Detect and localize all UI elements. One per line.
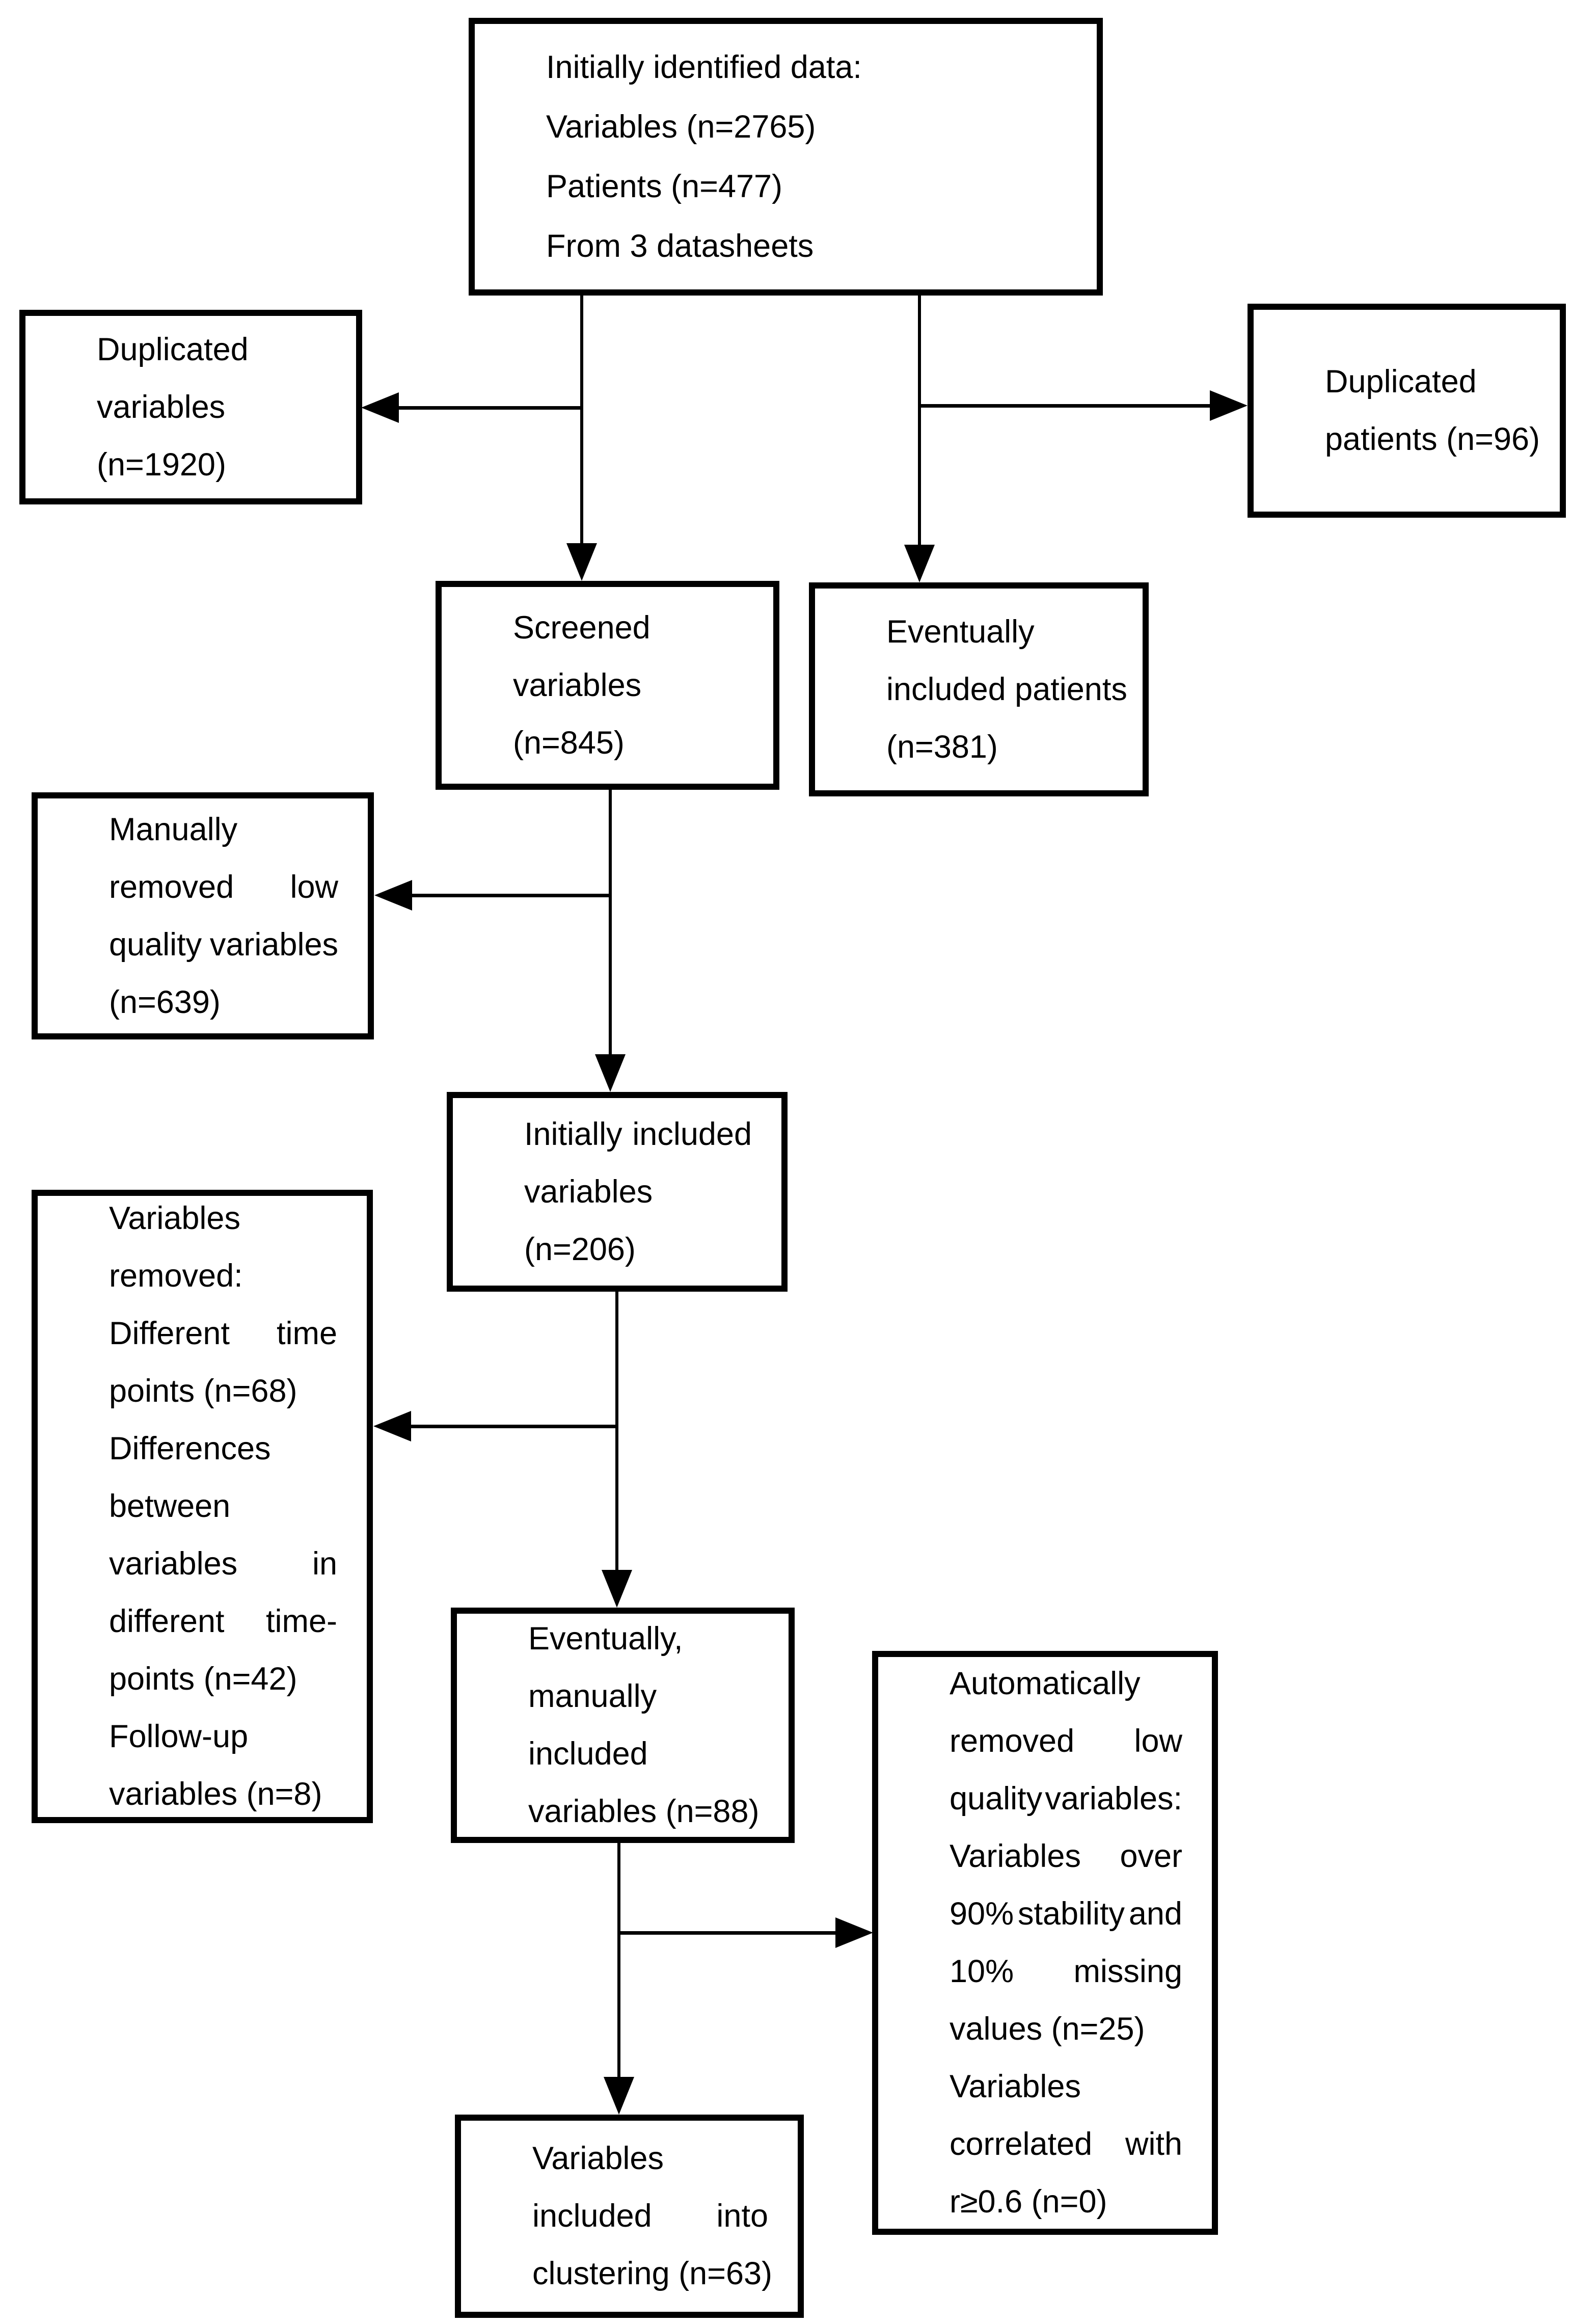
box-text-line: (n=1920)	[97, 446, 226, 483]
box-text-line: (n=639)	[109, 984, 221, 1020]
box-text-line: Differences	[109, 1431, 271, 1466]
connector-initially-to-eventually	[615, 1292, 618, 1571]
duplicated-variables-box: Duplicated variables (n=1920)	[19, 310, 362, 504]
connector-eventually-to-clustering	[617, 1843, 620, 2078]
box-text-line: Duplicated	[1325, 364, 1477, 399]
arrowhead-left-duplicated-variables	[361, 392, 399, 423]
box-text-line: Duplicated	[97, 331, 249, 367]
connector-to-duplicated-variables	[397, 406, 583, 410]
screened-variables-box: Screened variables (n=845)	[436, 581, 779, 790]
box-text-line: (n=206)	[524, 1231, 636, 1267]
box-text-line: variables	[524, 1173, 653, 1210]
box-text-line: Follow-up	[109, 1719, 249, 1754]
box-text-line: included patients	[886, 671, 1127, 707]
box-text-line: Eventually	[886, 613, 1035, 650]
connector-to-automatically-removed	[619, 1931, 836, 1935]
initially-identified-data-box: Initially identified data: Variables (n=2…	[469, 18, 1103, 296]
box-text-line: r≥0.6 (n=0)	[950, 2184, 1107, 2220]
box-text-line: Eventually,	[528, 1621, 683, 1657]
box-text-line: Variables	[532, 2141, 664, 2176]
box-text-line: variables (n=8)	[109, 1776, 322, 1812]
eventually-included-patients-box: Eventually included patients (n=381)	[809, 582, 1149, 796]
connector-to-variables-removed	[409, 1425, 617, 1428]
arrowhead-down-patients	[904, 545, 935, 582]
box-text-line: Manually	[109, 811, 238, 847]
box-text-line: patients (n=96)	[1325, 421, 1540, 457]
box-text-line: manually	[528, 1678, 657, 1714]
box-text-line: included	[528, 1736, 648, 1772]
box-text-line: values (n=25)	[950, 2011, 1145, 2047]
connector-to-manually-removed	[410, 894, 612, 897]
connector-top-to-patients	[918, 296, 921, 545]
box-text-line: points (n=68)	[109, 1373, 297, 1409]
connector-screened-to-initially-included	[609, 790, 612, 1056]
box-text-line: between	[109, 1488, 231, 1524]
connector-to-duplicated-patients	[919, 404, 1211, 408]
box-text-line: (n=381)	[886, 729, 998, 765]
box-text-line: clustering (n=63)	[532, 2256, 772, 2291]
box-text-line: (n=845)	[513, 725, 625, 761]
box-text-line: removed:	[109, 1258, 243, 1294]
arrowhead-down-clustering	[604, 2077, 634, 2115]
connector-top-to-screened	[580, 296, 583, 545]
box-text-line: Screened	[513, 609, 651, 646]
arrowhead-down-initially-included	[595, 1054, 626, 1092]
box-text-line: Variables	[109, 1200, 240, 1236]
arrowhead-right-duplicated-patients	[1210, 390, 1248, 421]
box-text-line: 10%missing	[950, 1954, 1182, 1989]
arrowhead-down-eventually	[602, 1570, 632, 1608]
arrowhead-left-variables-removed	[373, 1411, 411, 1441]
arrowhead-right-automatically-removed	[835, 1917, 873, 1948]
duplicated-patients-box: Duplicated patients (n=96)	[1248, 304, 1566, 518]
box-text-line: Patients (n=477)	[546, 168, 783, 204]
box-text-line: From 3 datasheets	[546, 228, 814, 264]
box-text-line: Automatically	[950, 1666, 1141, 1701]
box-text-line: Initially identified data:	[546, 49, 862, 85]
box-text-line: Variables	[950, 2069, 1081, 2104]
box-text-line: points (n=42)	[109, 1661, 297, 1697]
arrowhead-down-screened	[566, 543, 597, 581]
box-text-line: Variables (n=2765)	[546, 109, 816, 145]
box-text-line: variables (n=88)	[528, 1794, 760, 1829]
eventually-manually-included-box: Eventually, manually included variables (n=…	[451, 1608, 795, 1843]
box-text-line: variables	[513, 667, 642, 703]
arrowhead-left-manually-removed	[374, 880, 412, 911]
box-text-line: variables	[97, 389, 226, 425]
